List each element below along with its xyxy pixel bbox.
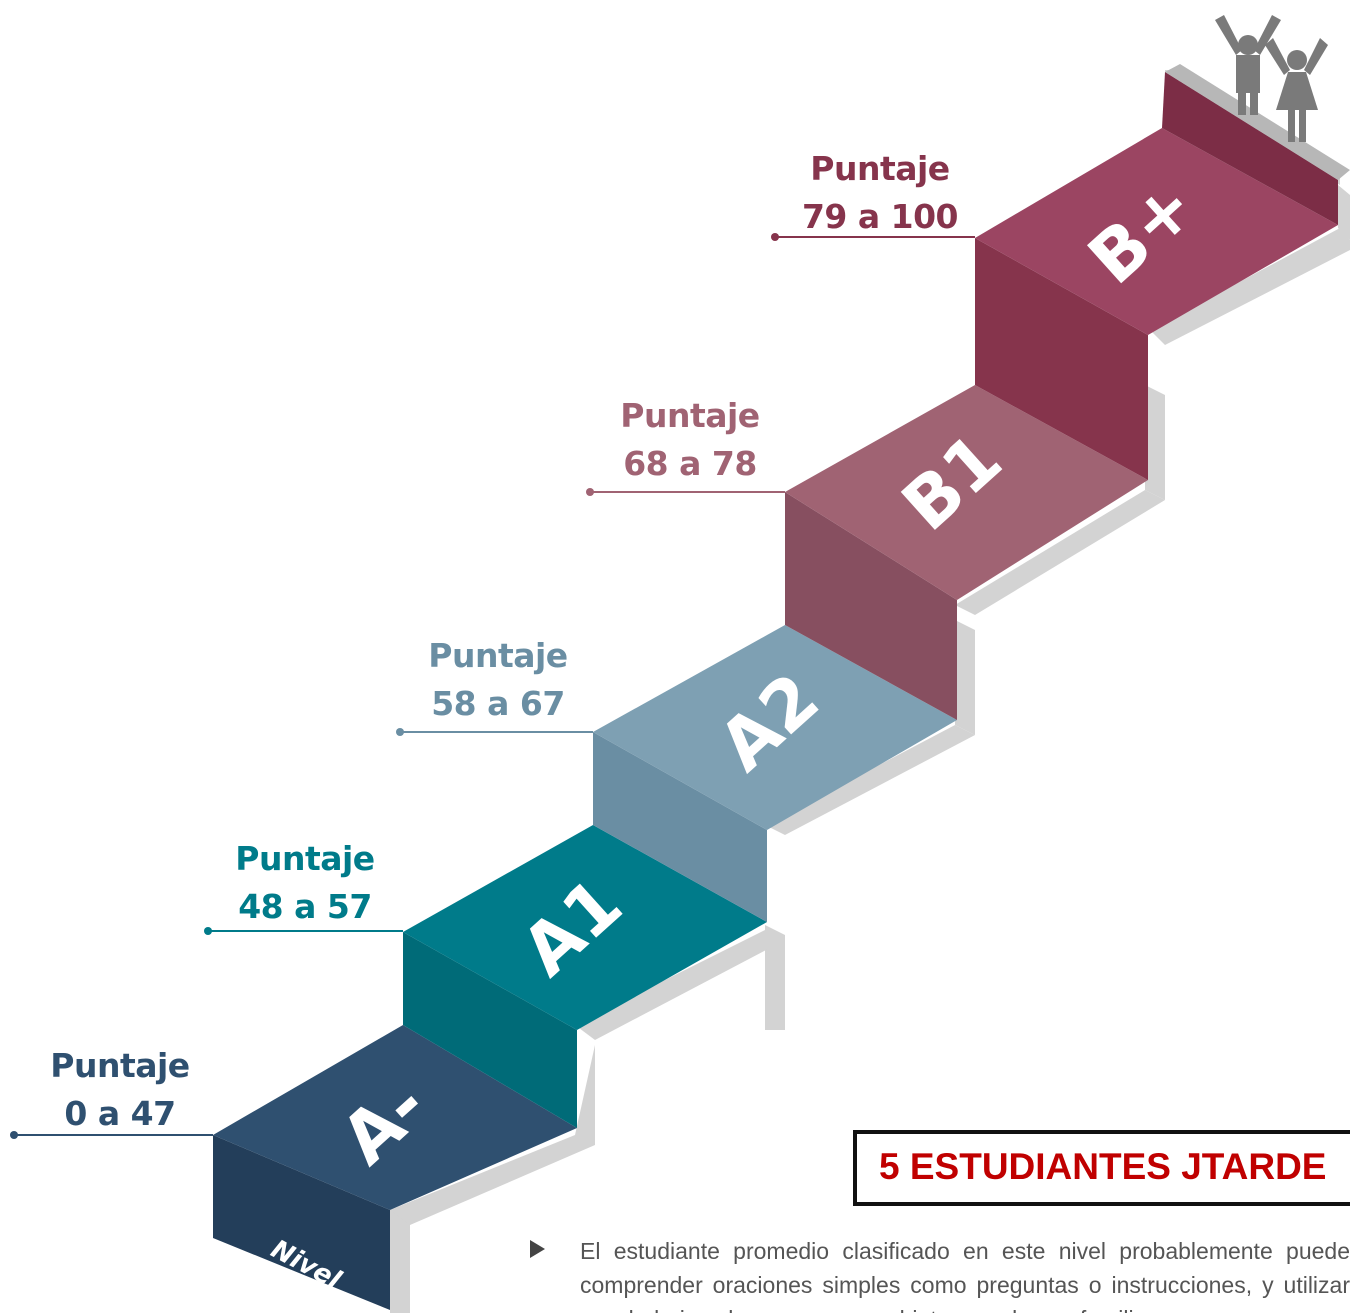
- leader-line-b-plus: [771, 233, 975, 241]
- score-label-b1: Puntaje 68 a 78: [570, 392, 810, 488]
- step-b-plus-left-face: [975, 238, 1148, 480]
- score-label-a2: Puntaje 58 a 67: [378, 632, 618, 728]
- step-a-minus-riser: [213, 1135, 390, 1310]
- students-banner-text: 5 ESTUDIANTES JTARDE: [879, 1146, 1327, 1187]
- score-range-b-plus: 79 a 100: [801, 197, 959, 236]
- boy-figure-icon: [1215, 15, 1281, 115]
- step-b-plus-back-top: [1165, 64, 1350, 180]
- step-a1-top: [403, 825, 767, 1030]
- step-b1-top: [785, 385, 1148, 600]
- step-a2-left-face: [593, 732, 767, 922]
- score-title-a-minus: Puntaje: [50, 1046, 190, 1085]
- bullet-arrow-icon: [530, 1240, 545, 1258]
- leader-line-a-minus: [10, 1131, 213, 1139]
- step-a2: [593, 625, 957, 922]
- girl-figure-icon: [1265, 38, 1328, 142]
- step-b-plus-back-wall: [1162, 72, 1338, 225]
- score-label-a-minus: Puntaje 0 a 47: [0, 1042, 240, 1138]
- score-title-b-plus: Puntaje: [810, 149, 950, 188]
- score-title-b1: Puntaje: [620, 396, 760, 435]
- score-range-a1: 48 a 57: [238, 887, 372, 926]
- step-a-minus-top: [213, 1025, 577, 1210]
- step-a2-top: [593, 625, 957, 830]
- leader-line-b1: [586, 488, 785, 496]
- level-description: El estudiante promedio clasificado en es…: [530, 1234, 1350, 1313]
- score-range-a2: 58 a 67: [431, 684, 565, 723]
- level-description-text: El estudiante promedio clasificado en es…: [580, 1238, 1350, 1313]
- score-title-a1: Puntaje: [235, 839, 375, 878]
- score-label-b-plus: Puntaje 79 a 100: [760, 145, 1000, 241]
- leader-line-a2: [396, 728, 593, 736]
- score-title-a2: Puntaje: [428, 636, 568, 675]
- score-label-a1: Puntaje 48 a 57: [185, 835, 425, 931]
- score-range-a-minus: 0 a 47: [64, 1094, 176, 1133]
- score-range-b1: 68 a 78: [623, 444, 757, 483]
- step-a1-left-face: [403, 932, 577, 1128]
- step-b-plus: [975, 64, 1350, 480]
- step-b1-left-face: [785, 492, 957, 720]
- step-b1: [785, 385, 1148, 720]
- step-a-minus: [213, 1025, 577, 1310]
- leader-line-a1: [204, 927, 403, 935]
- step-b-plus-top: [975, 128, 1338, 335]
- students-banner: 5 ESTUDIANTES JTARDE: [853, 1130, 1350, 1206]
- step-a1: [403, 825, 767, 1128]
